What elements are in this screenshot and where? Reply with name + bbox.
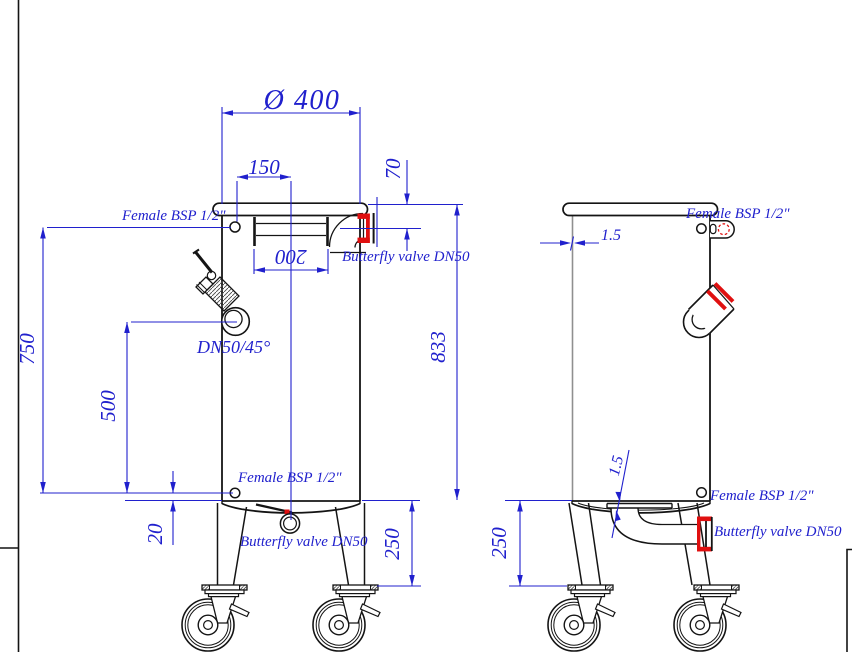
dim-20: 20 bbox=[143, 523, 167, 545]
caster-wheel bbox=[673, 584, 742, 652]
tank-lid bbox=[212, 202, 369, 217]
side-view bbox=[547, 202, 742, 652]
dim-250-front: 250 bbox=[380, 528, 404, 560]
caster-wheel bbox=[312, 584, 381, 652]
label-bottom-port-side: Female BSP 1/2" bbox=[709, 488, 814, 504]
caster-wheel bbox=[547, 584, 616, 652]
dim-833: 833 bbox=[426, 331, 450, 363]
label-top-valve-front: Butterfly valve DN50 bbox=[342, 249, 470, 265]
top-port-lug bbox=[695, 220, 735, 239]
bottom-port-circle-side bbox=[695, 486, 708, 499]
angle-nozzle-side bbox=[682, 282, 735, 339]
dimensions: Ø 400 150 200 70 833 750 500 20 250 250 … bbox=[15, 85, 842, 587]
dim-250-side: 250 bbox=[487, 527, 511, 559]
label-bottom-port-front: Female BSP 1/2" bbox=[237, 470, 342, 486]
dim-200: 200 bbox=[275, 245, 307, 269]
dim-150: 150 bbox=[248, 155, 280, 179]
bottom-butterfly-valve-side bbox=[697, 516, 713, 552]
angle-valve-dn50 bbox=[192, 248, 251, 337]
front-legs bbox=[216, 503, 366, 586]
bottom-outlet-side bbox=[606, 502, 713, 552]
label-top-port-side: Female BSP 1/2" bbox=[685, 206, 790, 222]
label-bottom-valve-front: Butterfly valve DN50 bbox=[240, 534, 368, 550]
tank-lid-side bbox=[562, 202, 719, 217]
label-top-port-front: Female BSP 1/2" bbox=[121, 208, 226, 224]
dim-70: 70 bbox=[381, 158, 405, 180]
dip-pipe bbox=[253, 212, 366, 254]
dim-wall-thickness: 1.5 bbox=[601, 227, 621, 244]
highlight-port-circle bbox=[717, 223, 730, 236]
caster-wheel bbox=[181, 584, 250, 652]
tank-shell-side bbox=[562, 202, 719, 514]
label-bottom-valve-side: Butterfly valve DN50 bbox=[714, 524, 842, 540]
top-port-circle bbox=[229, 221, 241, 233]
drain-valve bbox=[255, 503, 301, 534]
dim-bottom-thickness: 1.5 bbox=[606, 454, 627, 478]
label-angle-valve: DN50/45° bbox=[196, 337, 270, 357]
dim-750: 750 bbox=[15, 333, 39, 365]
dim-500: 500 bbox=[96, 390, 120, 422]
dim-diameter: Ø 400 bbox=[263, 85, 341, 116]
